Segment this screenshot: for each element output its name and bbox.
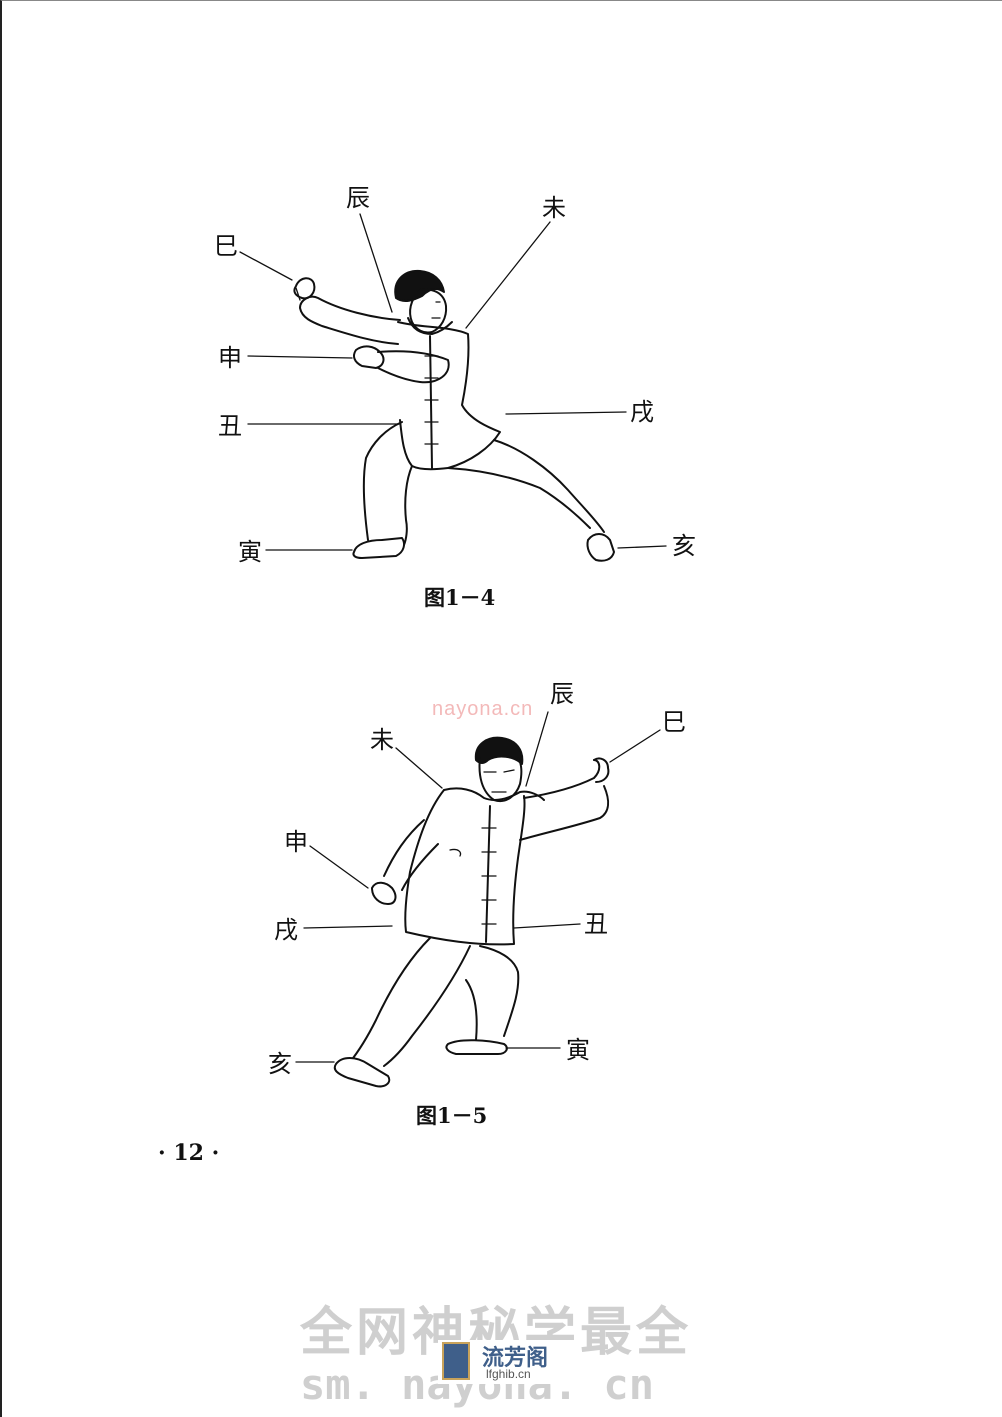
fig5-label-shen: 申 xyxy=(284,828,308,856)
fig5-label-yin: 寅 xyxy=(566,1036,590,1064)
fig4-label-chou: 丑 xyxy=(218,412,242,440)
fig5-label-si: 巳 xyxy=(662,708,686,736)
logo-sub: lfghib.cn xyxy=(486,1367,531,1381)
logo-icon xyxy=(442,1342,470,1380)
watermark-logo: 流芳阁 lfghib.cn xyxy=(438,1340,576,1384)
fig5-label-xu: 戌 xyxy=(274,916,298,944)
fig4-label-shen: 申 xyxy=(218,344,242,372)
fig4-label-si: 巳 xyxy=(214,232,238,260)
fig4-label-wei: 未 xyxy=(542,194,566,222)
page-number: · 12 · xyxy=(158,1140,220,1166)
figure-1-4-caption: 图1－4 xyxy=(424,585,496,610)
fig4-label-xu: 戌 xyxy=(630,398,654,426)
logo-name: 流芳阁 xyxy=(482,1345,549,1371)
fig5-label-chou: 丑 xyxy=(584,910,608,938)
figure-1-5-caption: 图1－5 xyxy=(416,1103,488,1128)
watermark-site: nayona.cn xyxy=(432,698,534,720)
fig4-label-yin: 寅 xyxy=(238,538,262,566)
fig5-label-hai: 亥 xyxy=(268,1050,292,1078)
fig4-label-hai: 亥 xyxy=(672,532,696,560)
fig5-label-chen: 辰 xyxy=(550,680,574,708)
fig5-label-wei: 未 xyxy=(370,726,394,754)
fig4-label-chen: 辰 xyxy=(346,184,370,212)
